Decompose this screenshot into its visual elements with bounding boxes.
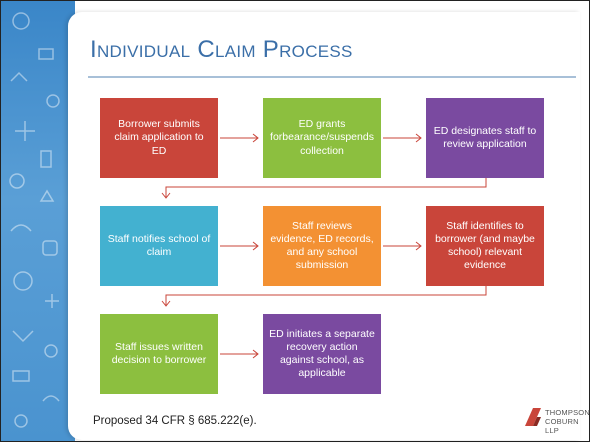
slide-content: Individual Claim Process Borrower submit…	[68, 12, 590, 440]
connector-row1-row2	[161, 178, 487, 199]
arrow-7-to-8	[220, 349, 262, 359]
step-text-7: Staff issues written decision to borrowe…	[111, 340, 207, 366]
title-divider	[88, 76, 576, 78]
regulation-citation: Proposed 34 CFR § 685.222(e).	[93, 415, 257, 427]
logo-mark-icon	[525, 408, 541, 426]
step-box-8: ED initiates a separate recovery action …	[263, 314, 381, 394]
arrow-4-to-5	[220, 241, 262, 251]
step-text-3: ED designates staff to review applicatio…	[433, 124, 537, 150]
step-box-3: ED designates staff to review applicatio…	[426, 98, 544, 178]
step-box-7: Staff issues written decision to borrowe…	[100, 314, 218, 394]
logo-line-2: COBURN LLP	[545, 417, 579, 435]
step-text-1: Borrower submits claim application to ED	[114, 118, 204, 157]
arrow-5-to-6	[383, 241, 425, 251]
slide-title: Individual Claim Process	[90, 36, 353, 63]
thompson-coburn-logo: THOMPSON COBURN LLP	[523, 404, 590, 435]
step-text-4: Staff notifies school of claim	[107, 232, 211, 258]
step-box-5: Staff reviews evidence, ED records, and …	[263, 206, 381, 286]
step-box-4: Staff notifies school of claim	[100, 206, 218, 286]
step-text-5: Staff reviews evidence, ED records, and …	[270, 219, 374, 272]
logo-line-1: THOMPSON	[545, 408, 590, 417]
arrow-1-to-2	[220, 133, 262, 143]
step-text-2: ED grants forbearance/suspends collectio…	[270, 118, 374, 157]
step-text-6: Staff identifies to borrower (and maybe …	[435, 219, 535, 272]
decorative-side-band	[1, 1, 75, 441]
step-box-2: ED grants forbearance/suspends collectio…	[263, 98, 381, 178]
step-box-1: Borrower submits claim application to ED	[100, 98, 218, 178]
connector-row2-row3	[161, 286, 487, 307]
step-text-8: ED initiates a separate recovery action …	[269, 327, 375, 380]
step-box-6: Staff identifies to borrower (and maybe …	[426, 206, 544, 286]
arrow-2-to-3	[383, 133, 425, 143]
